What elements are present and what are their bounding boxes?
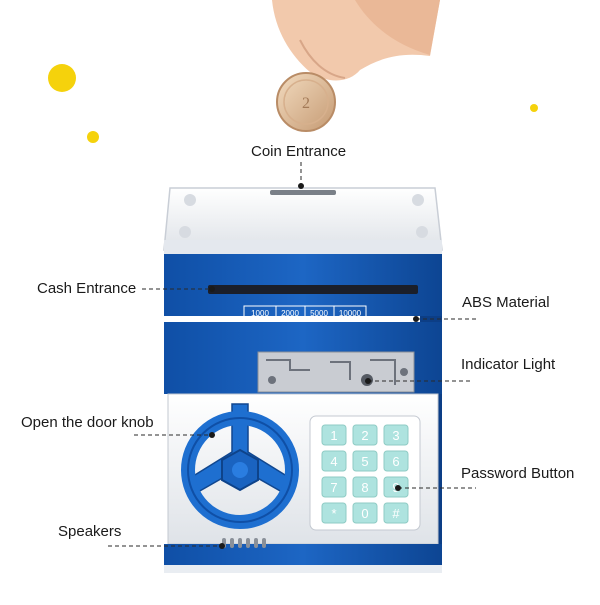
decor-dot-icon — [87, 131, 99, 143]
coin-slot — [270, 190, 336, 195]
denomination-label: 2000 — [281, 309, 299, 318]
keypad-key — [321, 424, 347, 446]
denomination-row: 1000 2000 5000 10000 — [243, 305, 367, 321]
keypad-key-label: * — [331, 506, 336, 521]
safe-lid — [163, 187, 443, 254]
keypad-key — [321, 476, 347, 498]
decor-dot-icon — [48, 64, 76, 92]
label-speakers: Speakers — [58, 523, 122, 540]
cash-slot — [208, 285, 418, 294]
label-coin-entrance: Coin Entrance — [251, 143, 347, 160]
denomination-label: 1000 — [251, 309, 269, 318]
keypad-key — [321, 450, 347, 472]
keypad-key — [383, 424, 409, 446]
speaker-grille — [222, 538, 266, 548]
door-knob — [181, 403, 299, 529]
decor-dot-icon — [530, 104, 538, 112]
label-open-door-knob: Open the door knob — [21, 414, 154, 431]
label-indicator-light: Indicator Light — [461, 356, 556, 373]
callout-leader-lines — [108, 162, 476, 547]
denomination-label: 10000 — [339, 309, 362, 318]
label-cash-entrance: Cash Entrance — [37, 280, 137, 297]
denomination-label: 5000 — [310, 309, 328, 318]
keypad-key — [352, 450, 378, 472]
label-abs-material: ABS Material — [462, 294, 550, 311]
label-password-button: Password Button — [461, 465, 575, 482]
keypad-key — [383, 450, 409, 472]
keypad-key — [352, 476, 378, 498]
keypad-key-label: 1 — [330, 428, 337, 443]
coin-icon: 2 — [276, 72, 336, 132]
keypad-key-label: 4 — [330, 454, 337, 469]
svg-text:2: 2 — [302, 95, 310, 112]
safe-base — [164, 544, 442, 566]
keypad-key — [321, 502, 347, 524]
keypad-key — [352, 424, 378, 446]
keypad-key-label: 6 — [392, 454, 399, 469]
keypad-key — [383, 502, 409, 524]
keypad-key-label: 8 — [361, 480, 368, 495]
keypad-keys: 123456789*0# — [321, 424, 409, 524]
keypad-key — [352, 502, 378, 524]
keypad-key-label: 2 — [361, 428, 368, 443]
indicator-light-panel — [257, 351, 415, 393]
hand-icon — [272, 0, 440, 81]
keypad-key-label: 7 — [330, 480, 337, 495]
keypad-key-label: 0 — [361, 506, 368, 521]
keypad-key-label: 5 — [361, 454, 368, 469]
password-keypad: 123456789*0# — [309, 415, 421, 531]
keypad-key-label: 3 — [392, 428, 399, 443]
keypad-key-label: # — [392, 506, 400, 521]
